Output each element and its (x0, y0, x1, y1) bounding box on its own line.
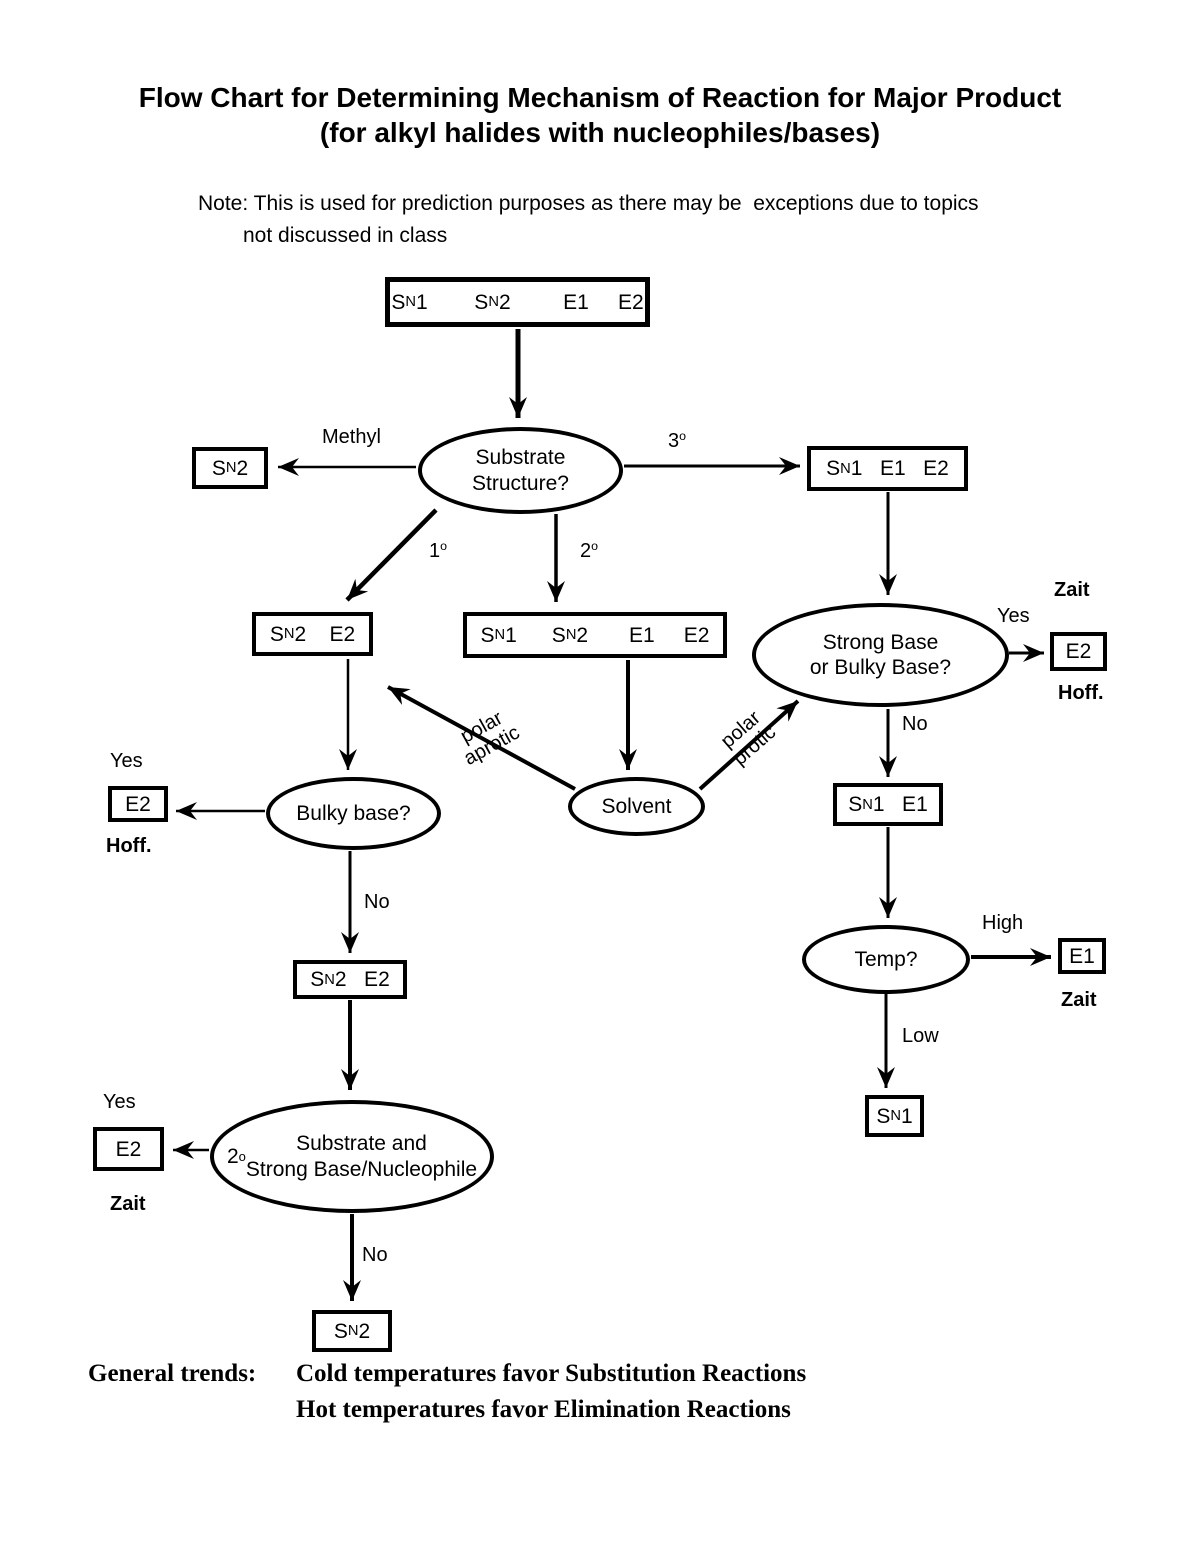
annotation-hofmann-bulky: Hoff. (106, 835, 152, 857)
page-subtitle: (for alkyl halides with nucleophiles/bas… (319, 117, 881, 148)
edge-label-strong-base-no: No (902, 713, 928, 735)
temp-high-result-box: E1 (1058, 938, 1106, 974)
edge-label-secondary: 2o (580, 539, 599, 562)
edge-label-temp-high: High (982, 912, 1024, 934)
note-line1: Note: This is used for prediction purpos… (198, 192, 979, 215)
general-trends-label: General trends: (88, 1360, 257, 1387)
bulky-yes-result-box: E2 (108, 786, 168, 822)
solvent-question: Solvent (568, 777, 705, 836)
edge-label-final-no: No (362, 1244, 388, 1266)
general-trends-line2: Hot temperatures favor Elimination React… (296, 1396, 791, 1423)
edge-label-tertiary: 3o (668, 429, 687, 452)
edge-label-methyl: Methyl (322, 426, 381, 448)
arrow-solvent-polar-protic (698, 699, 800, 791)
bulky-base-question: Bulky base? (266, 777, 441, 850)
final-yes-result-box: E2 (93, 1127, 164, 1171)
edge-label-final-yes: Yes (103, 1091, 136, 1113)
arrow-solvent-polar-aprotic (387, 685, 576, 791)
arrow-substrate-to-primary (345, 508, 438, 602)
edge-label-bulky-yes: Yes (110, 750, 143, 772)
edge-label-bulky-no: No (364, 891, 390, 913)
note-line2: not discussed in class (243, 224, 448, 247)
general-trends-line1: Cold temperatures favor Substitution Rea… (296, 1360, 807, 1387)
strong-base-yes-result-box: E2 (1050, 632, 1107, 671)
strong-base-question: Strong Base or Bulky Base? (752, 603, 1009, 707)
edge-label-primary: 1o (429, 539, 448, 562)
substrate-structure-question: Substrate Structure? (418, 427, 623, 514)
annotation-zaitsev-temp: Zait (1061, 989, 1097, 1011)
annotation-zaitsev-final: Zait (110, 1193, 146, 1215)
edge-label-strong-base-yes: Yes (997, 605, 1030, 627)
temp-question: Temp? (802, 925, 970, 994)
annotation-hofmann-strong-base: Hoff. (1058, 682, 1104, 704)
annotation-zaitsev-strong-base: Zait (1054, 579, 1090, 601)
page-title: Flow Chart for Determining Mechanism of … (138, 82, 1062, 113)
edge-label-temp-low: Low (902, 1025, 939, 1047)
